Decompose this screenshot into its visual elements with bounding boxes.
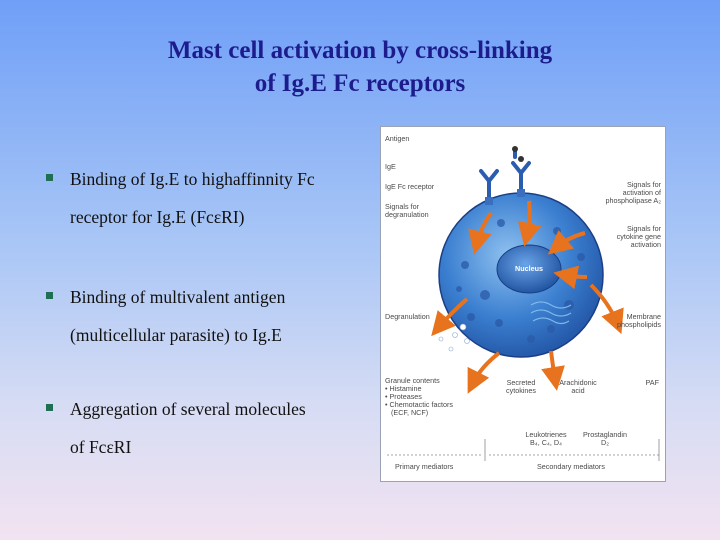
ige-receptors: [479, 147, 531, 201]
bullet-marker: [46, 292, 53, 299]
slide-title: Mast cell activation by cross-linking of…: [0, 34, 720, 100]
bullet-text: of FcεRI: [70, 437, 132, 457]
bullet-text: Aggregation of several molecules: [70, 399, 306, 419]
antigen-dot: [512, 146, 518, 152]
label-ige: IgE: [385, 162, 396, 171]
slide-title-line2: of Ig.E Fc receptors: [254, 70, 466, 97]
granules: [456, 219, 585, 343]
bullet-text: receptor for Ig.E (FcεRI): [70, 207, 245, 227]
label-secondary-mediators: Secondary mediators: [537, 462, 605, 471]
label-granule-contents: Granule contents • Histamine • Proteases…: [385, 376, 454, 417]
bullet-text: Binding of multivalent antigen: [70, 287, 286, 307]
bullet-item: Aggregation of several molecules of FcεR…: [46, 390, 306, 466]
antigen-dot: [518, 156, 524, 162]
label-primary-mediators: Primary mediators: [395, 462, 454, 471]
mast-cell-illustration: [387, 146, 660, 461]
bullet-marker: [46, 174, 53, 181]
bullet-item: Binding of multivalent antigen (multicel…: [46, 278, 285, 354]
label-fc-receptor: IgE Fc receptor: [385, 182, 435, 191]
bullet-item: Binding of Ig.E to highaffinnity Fc rece…: [46, 160, 315, 236]
label-degranulation: Degranulation: [385, 312, 430, 321]
label-paf: PAF: [645, 378, 659, 387]
label-antigen: Antigen: [385, 134, 410, 143]
er-membranes: [530, 301, 572, 325]
slide-title-line1: Mast cell activation by cross-linking: [167, 37, 553, 64]
fc-receptor: [485, 197, 493, 205]
bullet-marker: [46, 404, 53, 411]
fc-receptor: [517, 189, 525, 197]
degranulation-granules: [438, 320, 470, 352]
bullet-text: Binding of Ig.E to highaffinnity Fc: [70, 169, 315, 189]
signal-arrows: [431, 200, 624, 394]
label-nucleus: Nucleus: [515, 264, 543, 273]
bullet-text: (multicellular parasite) to Ig.E: [70, 325, 282, 345]
